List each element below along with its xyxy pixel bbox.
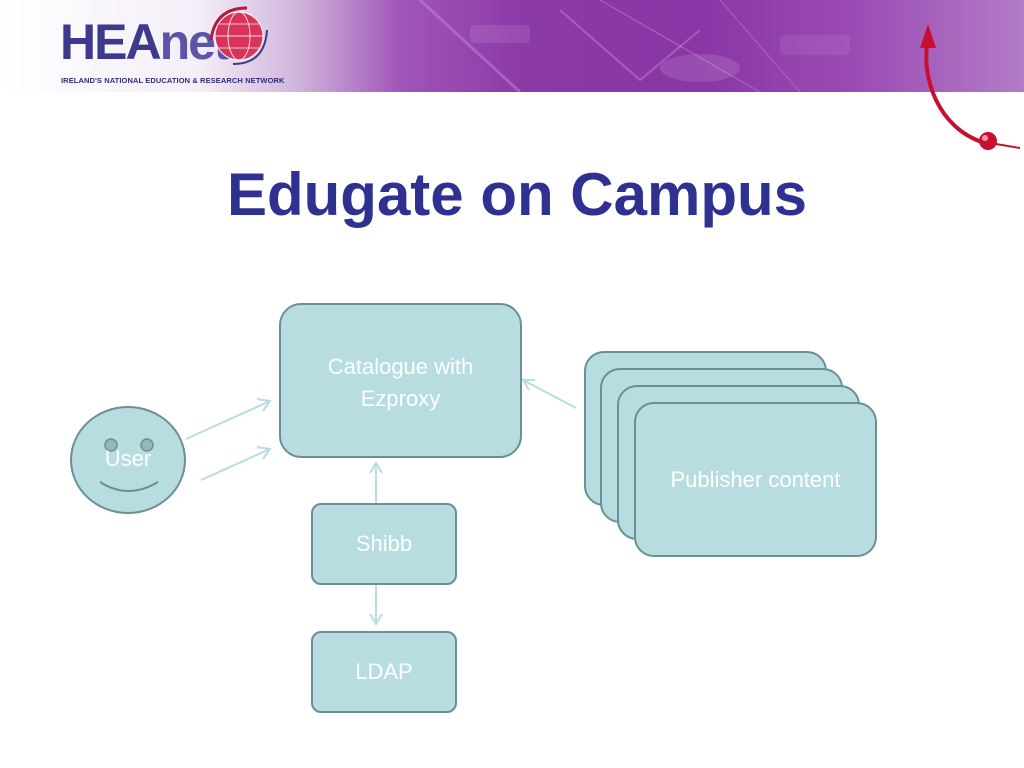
globe-icon [209,6,268,65]
swoosh-arrow-icon [920,24,1021,150]
logo-part-1: HEA [60,14,162,70]
smiley-face-icon [99,438,159,492]
publisher-label: Publisher content [670,466,841,492]
publisher-content-node: Publisher content [634,402,877,557]
slide-title: Edugate on Campus [226,161,808,228]
arrow-user-to-catalogue-1 [185,400,271,440]
banner-decoration [418,0,850,92]
heanet-logo: HEAnet IRELAND'S NATIONAL EDUCATION & RE… [60,8,284,92]
ldap-label: LDAP [355,659,413,684]
logo-tagline: IRELAND'S NATIONAL EDUCATION & RESEARCH … [61,76,285,85]
catalogue-ezproxy-node: Catalogue with Ezproxy [279,303,522,458]
shibb-node: Shibb [311,503,457,585]
logo-wordmark: HEAnet [60,14,231,70]
arrow-publisher-to-catalogue [522,379,577,409]
ldap-node: LDAP [311,631,457,713]
arrowhead-shibb-to-catalogue [369,461,383,474]
user-label: User [104,446,152,471]
arrowhead-publisher-to-catalogue [521,379,535,391]
arrowhead-user-to-catalogue-1 [256,398,272,412]
arrow-user-to-catalogue-2 [200,448,271,481]
header-banner: HEAnet IRELAND'S NATIONAL EDUCATION & RE… [0,0,1024,92]
catalogue-label: Catalogue with Ezproxy [327,354,474,411]
user-node: User [70,406,186,514]
arrowhead-shibb-to-ldap [369,613,383,626]
shibb-label: Shibb [355,531,413,556]
arrowhead-user-to-catalogue-2 [256,446,272,460]
